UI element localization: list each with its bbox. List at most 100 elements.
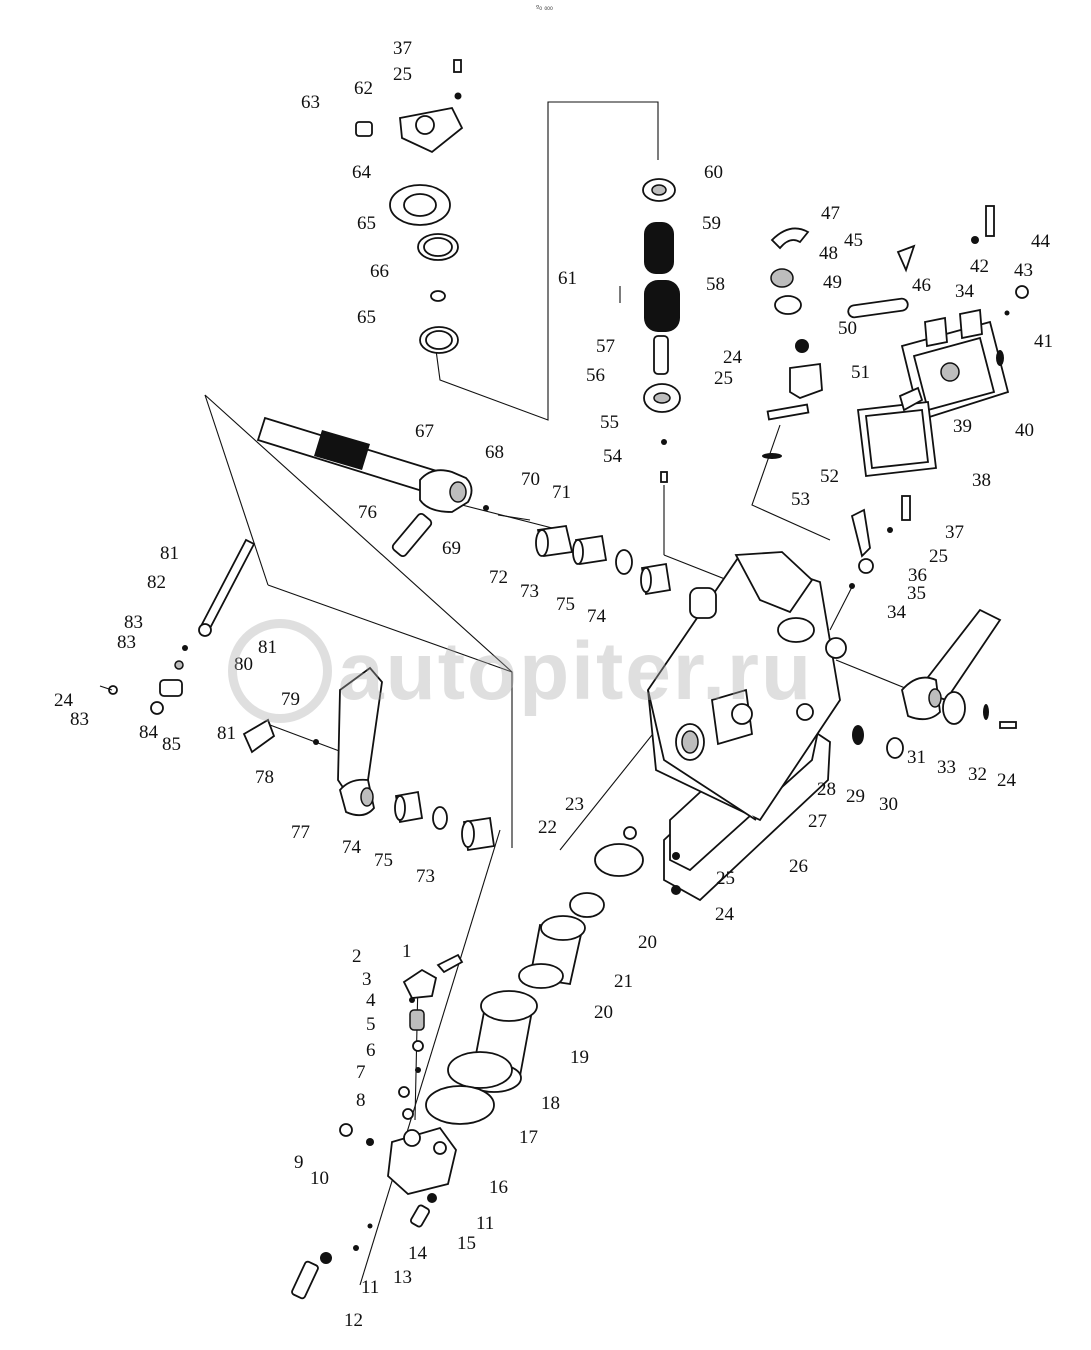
part-label-46: 46 [912,275,931,296]
shaft-assembly-67-76 [256,416,672,596]
linkage-assembly-78-85 [99,538,496,852]
part-label-25: 25 [929,546,948,567]
part-label-25: 25 [393,64,412,85]
part-label-55: 55 [600,412,619,433]
part-label-74: 74 [342,837,362,858]
part-label-27: 27 [808,811,827,832]
part-label-6: 6 [366,1040,376,1061]
part-label-11: 11 [361,1277,379,1298]
part-label-25: 25 [716,868,735,889]
part-label-37: 37 [393,38,412,59]
part-label-65: 65 [357,307,376,328]
part-label-30: 30 [879,794,898,815]
part-label-71: 71 [552,482,571,503]
part-label-12: 12 [344,1310,363,1331]
part-label-61: 61 [558,268,577,289]
cylinder-assembly-17-23 [425,826,644,1125]
part-label-83: 83 [117,632,136,653]
part-label-57: 57 [596,336,615,357]
part-label-34: 34 [955,281,975,302]
part-label-41: 41 [1034,331,1053,352]
part-label-76: 76 [358,502,377,523]
part-label-67: 67 [415,421,434,442]
part-label-47: 47 [821,203,840,224]
part-label-83: 83 [70,709,89,730]
part-label-59: 59 [702,213,721,234]
part-label-28: 28 [817,779,836,800]
part-label-5: 5 [366,1014,376,1035]
part-label-21: 21 [614,971,633,992]
part-label-69: 69 [442,538,461,559]
part-label-17: 17 [519,1127,538,1148]
part-label-8: 8 [356,1090,366,1111]
part-label-51: 51 [851,362,870,383]
part-label-81: 81 [160,543,179,564]
part-label-49: 49 [823,272,842,293]
part-label-24: 24 [715,904,735,925]
cover-plate-38-46 [847,205,1029,477]
part-label-11: 11 [476,1213,494,1234]
part-label-58: 58 [706,274,725,295]
top-corner-mark: º₀ ₀₀₀ [536,4,553,12]
part-label-43: 43 [1014,260,1033,281]
part-label-56: 56 [586,365,605,386]
part-label-78: 78 [255,767,274,788]
part-label-79: 79 [281,689,300,710]
main-housing-26-28 [647,551,847,902]
part-label-38: 38 [972,470,991,491]
part-label-53: 53 [791,489,810,510]
part-label-22: 22 [538,817,557,838]
part-label-72: 72 [489,567,508,588]
valve-body-1-16 [291,953,464,1300]
part-label-48: 48 [819,243,838,264]
part-label-9: 9 [294,1152,304,1173]
valve-assembly-47-52 [762,227,823,459]
part-label-65: 65 [357,213,376,234]
part-label-2: 2 [352,946,362,967]
part-label-16: 16 [489,1177,508,1198]
part-label-24: 24 [723,347,743,368]
part-label-50: 50 [838,318,857,339]
reference-lines [204,101,911,1286]
part-label-44: 44 [1031,231,1051,252]
part-label-33: 33 [937,757,956,778]
part-label-24: 24 [997,770,1017,791]
part-label-19: 19 [570,1047,589,1068]
filter-assembly-56-60 [619,178,681,483]
part-label-85: 85 [162,734,181,755]
part-label-18: 18 [541,1093,560,1114]
part-label-75: 75 [556,594,575,615]
part-label-81: 81 [217,723,236,744]
part-label-36: 36 [908,565,927,586]
part-label-64: 64 [352,162,372,183]
part-label-60: 60 [704,162,723,183]
part-label-7: 7 [356,1062,366,1083]
part-label-66: 66 [370,261,389,282]
part-label-81: 81 [258,637,277,658]
part-number-labels: 3725636264656665605958615756555447484950… [54,38,1053,1331]
part-label-29: 29 [846,786,865,807]
part-label-37: 37 [945,522,964,543]
part-label-42: 42 [970,256,989,277]
part-label-24: 24 [54,690,74,711]
part-label-83: 83 [124,612,143,633]
part-label-40: 40 [1015,420,1034,441]
part-label-70: 70 [521,469,540,490]
part-label-26: 26 [789,856,808,877]
part-label-35: 35 [907,583,926,604]
part-label-32: 32 [968,764,987,785]
part-label-82: 82 [147,572,166,593]
part-label-13: 13 [393,1267,412,1288]
part-label-10: 10 [310,1168,329,1189]
part-label-20: 20 [594,1002,613,1023]
part-label-54: 54 [603,446,623,467]
arm-assembly-29-37 [849,495,1017,759]
part-label-77: 77 [291,822,310,843]
part-label-68: 68 [485,442,504,463]
cover-assembly-62-66 [355,59,464,354]
part-label-45: 45 [844,230,863,251]
part-label-3: 3 [362,969,372,990]
part-label-63: 63 [301,92,320,113]
part-label-20: 20 [638,932,657,953]
